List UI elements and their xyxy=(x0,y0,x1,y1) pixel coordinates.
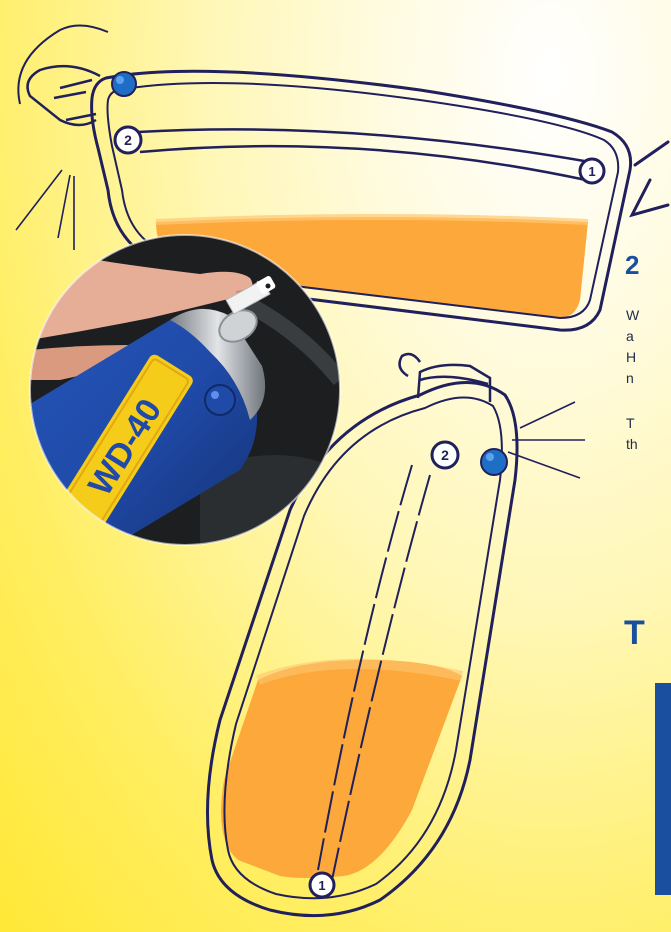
bottom-marker-1-label: 1 xyxy=(318,878,325,893)
section-heading: T xyxy=(624,614,645,653)
top-marker-1-label: 1 xyxy=(588,164,595,179)
bottom-bottle-neck xyxy=(400,354,490,402)
top-marker-2: 2 xyxy=(115,127,141,153)
bottom-bottle-liquid xyxy=(221,660,462,878)
top-bottle-spray-lines xyxy=(16,170,74,250)
product-photo: WD-40 xyxy=(20,235,340,560)
top-marker-blue xyxy=(112,72,136,96)
info-box xyxy=(655,683,671,895)
step-paragraph-2: T th xyxy=(626,413,671,455)
bottom-bottle-spray-lines xyxy=(508,402,585,478)
bottom-marker-1: 1 xyxy=(310,873,334,897)
can-marker-blue xyxy=(205,385,235,415)
top-marker-2-label: 2 xyxy=(124,132,132,148)
step-heading: 2 xyxy=(625,250,639,281)
top-bottle-neck xyxy=(28,66,100,125)
top-marker-1: 1 xyxy=(580,159,604,183)
bottom-marker-2: 2 xyxy=(432,442,458,468)
bottom-marker-blue xyxy=(481,449,507,475)
step-paragraph-1: W a H n xyxy=(626,305,671,389)
bottom-marker-2-label: 2 xyxy=(441,447,449,463)
top-bottle-tube xyxy=(138,129,590,180)
arrow-edge xyxy=(632,142,668,215)
